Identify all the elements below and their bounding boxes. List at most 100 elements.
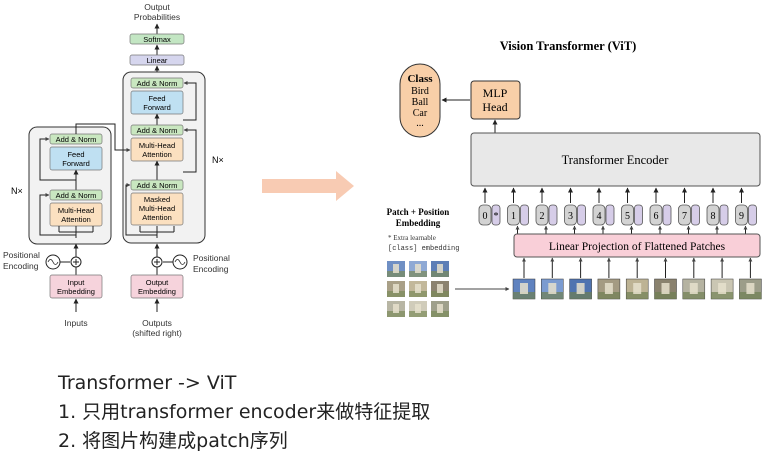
svg-text:Attention: Attention bbox=[142, 150, 172, 159]
patch-embedding-token-5 bbox=[634, 204, 643, 226]
source-tile-8 bbox=[409, 301, 427, 317]
source-tile-7 bbox=[387, 301, 405, 317]
source-tile-1 bbox=[387, 261, 405, 277]
decoder-add-norm-3 bbox=[130, 77, 184, 89]
svg-text:Input: Input bbox=[68, 278, 86, 287]
position-token-9 bbox=[735, 204, 748, 226]
svg-text:Add & Norm: Add & Norm bbox=[56, 191, 97, 200]
vit-diagram: Vision Transformer (ViT) Class Bird Ball… bbox=[387, 39, 762, 317]
decoder-masked-attention bbox=[130, 192, 184, 226]
patch-position-label-2: Embedding bbox=[396, 218, 441, 228]
svg-text:Car: Car bbox=[413, 108, 428, 119]
transformer-diagram: Output Probabilities Softmax Linear N× A… bbox=[3, 2, 230, 338]
inputs-label: Inputs bbox=[64, 318, 87, 328]
svg-text:MLP: MLP bbox=[483, 86, 508, 100]
svg-text:Embedding: Embedding bbox=[138, 287, 176, 296]
svg-text:Encoding: Encoding bbox=[193, 264, 229, 274]
svg-text:Embedding: Embedding bbox=[57, 287, 95, 296]
output-embedding-block bbox=[130, 274, 184, 299]
encoder-nx-label: N× bbox=[11, 186, 23, 196]
image-patch-7 bbox=[682, 278, 706, 300]
position-token-1 bbox=[507, 204, 520, 226]
svg-text:Class: Class bbox=[407, 73, 433, 85]
image-patch-4 bbox=[597, 278, 621, 300]
linear-projection bbox=[513, 233, 761, 258]
position-token-3 bbox=[564, 204, 577, 226]
position-label-0: 0 bbox=[483, 211, 488, 222]
svg-text:Multi-Head: Multi-Head bbox=[139, 204, 175, 213]
source-image-grid bbox=[387, 261, 449, 317]
class-token-marker: * bbox=[494, 211, 499, 222]
svg-text:Forward: Forward bbox=[62, 159, 90, 168]
source-tile-2 bbox=[409, 261, 427, 277]
transition-arrow bbox=[262, 171, 354, 201]
source-tile-6 bbox=[431, 281, 449, 297]
image-patch-5 bbox=[625, 278, 649, 300]
class-output bbox=[399, 63, 441, 138]
position-label-5: 5 bbox=[625, 211, 630, 222]
patch-embedding-token-2 bbox=[548, 204, 558, 226]
source-tile-5 bbox=[409, 281, 427, 297]
position-token-0 bbox=[478, 204, 492, 226]
patch-row bbox=[512, 257, 762, 300]
class-embedding-label: [class] embedding bbox=[388, 245, 459, 253]
softmax-block bbox=[129, 33, 185, 45]
position-token-8 bbox=[706, 204, 720, 226]
patch-embedding-token-6 bbox=[662, 204, 672, 226]
image-patch-9 bbox=[739, 278, 762, 300]
position-label-9: 9 bbox=[739, 211, 744, 222]
transformer-encoder-label: Transformer Encoder bbox=[562, 153, 670, 167]
caption-line-3: 2. 将图片构建成patch序列 bbox=[58, 430, 288, 452]
image-patch-8 bbox=[710, 278, 734, 300]
source-tile-9 bbox=[431, 301, 449, 317]
position-label-8: 8 bbox=[711, 211, 716, 222]
svg-text:Attention: Attention bbox=[142, 213, 172, 222]
svg-text:Multi-Head: Multi-Head bbox=[139, 141, 175, 150]
patch-embedding-token-7 bbox=[691, 204, 700, 226]
linear-projection-label: Linear Projection of Flattened Patches bbox=[549, 241, 726, 253]
svg-text:Add & Norm: Add & Norm bbox=[56, 135, 97, 144]
image-patch-3 bbox=[569, 278, 592, 300]
caption-line-1: Transformer -> ViT bbox=[58, 372, 237, 394]
svg-text:Add & Norm: Add & Norm bbox=[137, 181, 178, 190]
svg-text:Bird: Bird bbox=[411, 86, 429, 97]
patch-embedding-token-1 bbox=[520, 204, 529, 226]
position-label-1: 1 bbox=[511, 211, 516, 222]
patch-position-label-1: Patch + Position bbox=[387, 207, 450, 217]
svg-text:Positional: Positional bbox=[3, 250, 40, 260]
svg-text:Positional: Positional bbox=[193, 253, 230, 263]
patch-embedding-token-0 bbox=[491, 204, 501, 226]
image-patch-2 bbox=[541, 278, 564, 300]
svg-text:Encoding: Encoding bbox=[3, 261, 39, 271]
svg-text:Ball: Ball bbox=[412, 97, 429, 108]
position-label-2: 2 bbox=[540, 211, 545, 222]
softmax-label: Softmax bbox=[143, 35, 171, 44]
svg-text:Add & Norm: Add & Norm bbox=[137, 79, 178, 88]
linear-block bbox=[129, 54, 185, 66]
patch-embedding-token-3 bbox=[577, 204, 586, 226]
position-label-6: 6 bbox=[654, 211, 659, 222]
caption-line-2: 1. 只用transformer encoder来做特征提取 bbox=[58, 401, 431, 423]
svg-text:Forward: Forward bbox=[143, 103, 171, 112]
patch-embedding-token-9 bbox=[748, 204, 757, 226]
output-probabilities-label-1: Output bbox=[144, 2, 170, 12]
position-label-3: 3 bbox=[568, 211, 573, 222]
input-embedding-block bbox=[49, 274, 103, 299]
position-token-6 bbox=[649, 204, 663, 226]
patch-embedding-token-8 bbox=[719, 204, 729, 226]
vit-title: Vision Transformer (ViT) bbox=[500, 39, 637, 53]
svg-text:Head: Head bbox=[482, 100, 507, 114]
output-probabilities-label-2: Probabilities bbox=[134, 12, 180, 22]
encoder-add-norm-1 bbox=[49, 189, 103, 201]
position-token-2 bbox=[535, 204, 549, 226]
svg-text:Masked: Masked bbox=[144, 195, 170, 204]
svg-text:Add & Norm: Add & Norm bbox=[137, 126, 178, 135]
svg-text:Attention: Attention bbox=[61, 215, 91, 224]
svg-text:Feed: Feed bbox=[148, 94, 165, 103]
source-tile-3 bbox=[431, 261, 449, 277]
decoder-nx-label: N× bbox=[212, 155, 224, 165]
image-patch-1 bbox=[512, 278, 536, 300]
svg-text:Feed: Feed bbox=[67, 150, 84, 159]
